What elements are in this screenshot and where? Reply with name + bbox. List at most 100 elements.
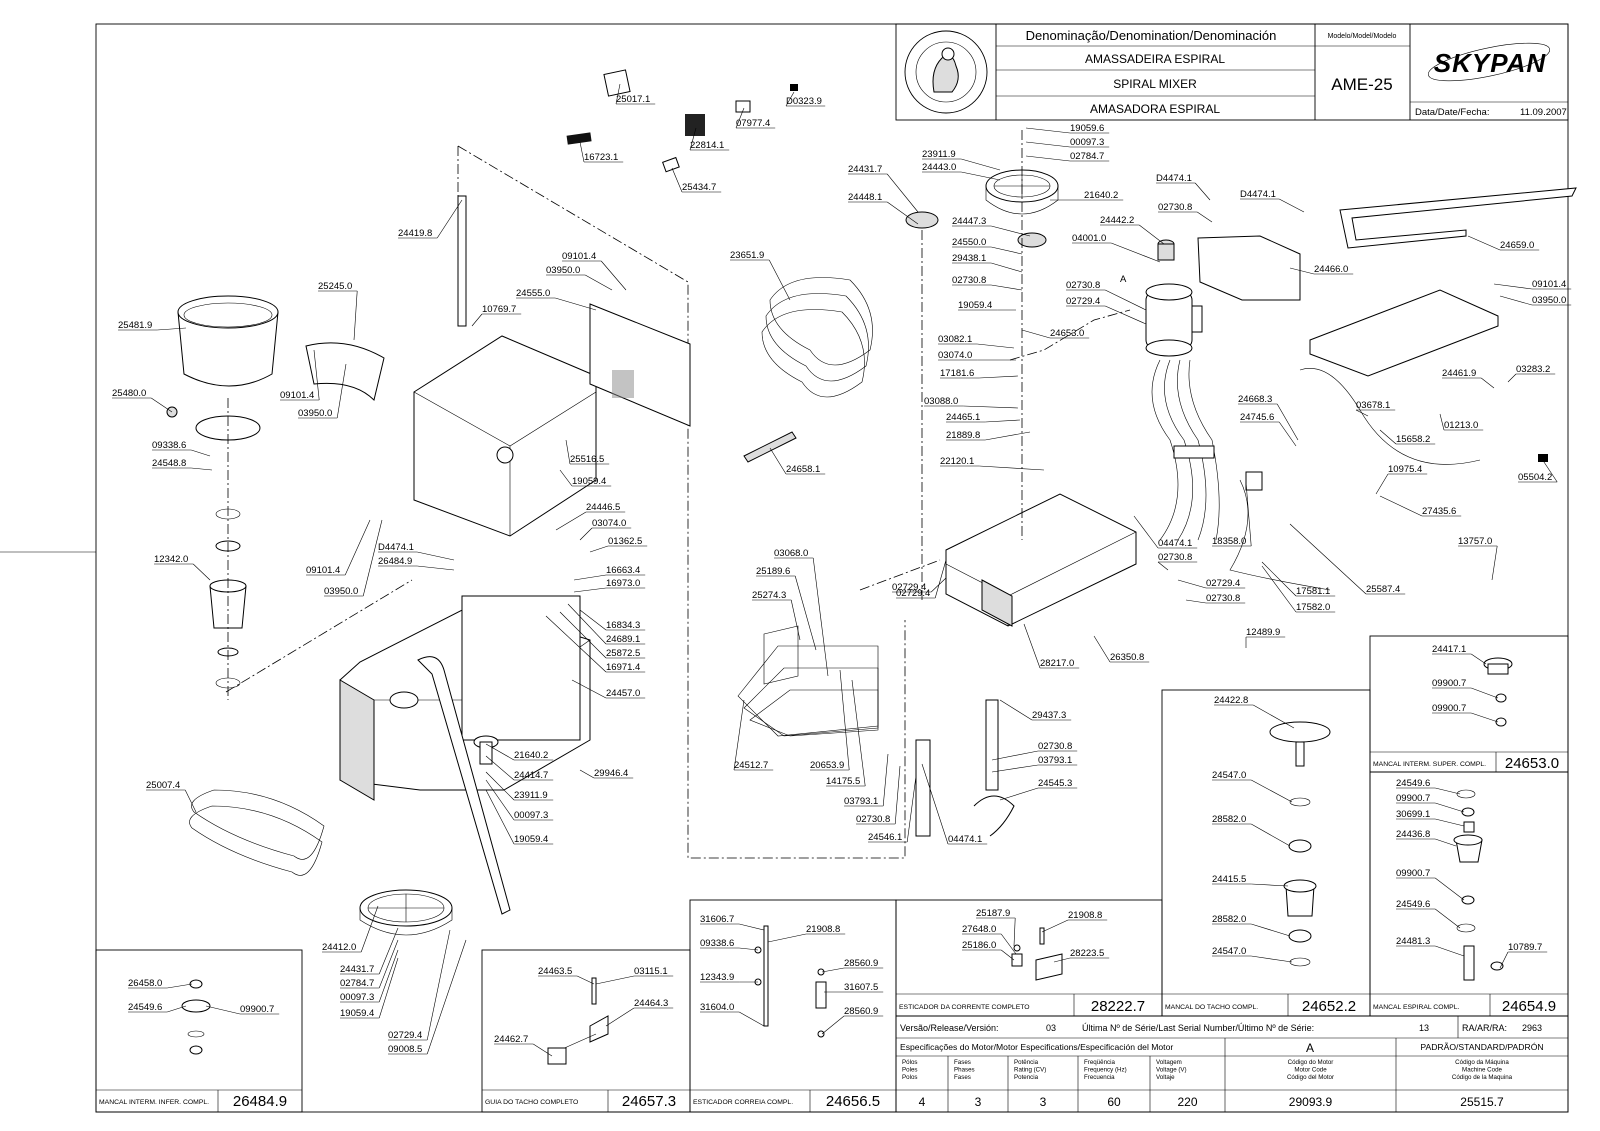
leader-line [417,565,455,571]
leader-line [999,699,1033,721]
leader-line [733,699,745,771]
chain-tensioner-code: 28222.7 [1091,998,1145,1015]
leader-line [378,949,399,1003]
leader-line [887,201,919,225]
part-number-label: 25007.4 [146,780,180,791]
leader-line [961,171,1001,181]
part-number-label: 17581.1 [1296,586,1330,597]
model-header: Modelo/Model/Modelo [1328,33,1397,40]
part-number-label: 09900.7 [240,1004,274,1015]
part-number-label: 03950.0 [298,408,332,419]
part-number-label: 03793.1 [1038,755,1072,766]
bowl-bearing-code: 24652.2 [1302,998,1356,1015]
leader-line [151,397,173,413]
leader-line [605,1007,635,1027]
part-number-label: 23911.9 [514,790,548,801]
part-number-label: 12489.9 [1246,627,1280,638]
leader-line [1435,818,1465,827]
leader-line [167,1005,187,1013]
part-number-label: 07977.4 [736,118,770,129]
version-value: 03 [1046,1023,1056,1033]
serial-value: 13 [1419,1023,1429,1033]
part-number-label: 24446.5 [586,502,620,513]
leader-line [979,375,1019,379]
leader-line [378,927,399,975]
leader-line [1023,623,1041,669]
part-number-label: 10789.7 [1508,942,1542,953]
leader-line [579,769,595,779]
leader-line [934,559,947,599]
leader-line [378,939,399,989]
part-number-label: 02730.8 [952,275,986,286]
part-number-label: 24414.7 [514,770,548,781]
leader-line [1379,429,1397,445]
leader-line [812,557,829,677]
part-number-label: 24549.6 [1396,899,1430,910]
part-number-label: 24442.2 [1100,215,1134,226]
part-number-label: D4474.1 [1156,173,1192,184]
name-pt: AMASSADEIRA ESPIRAL [1085,52,1225,66]
part-number-label: 24463.5 [538,966,572,977]
part-number-label: 25872.5 [606,648,640,659]
leader-line [1021,329,1051,339]
date-label: Data/Date/Fecha: [1415,107,1489,118]
leader-line [1105,289,1147,311]
part-number-label: 02730.8 [1066,280,1100,291]
leader-line [344,519,371,576]
leader-line [1041,919,1069,933]
part-number-label: 01213.0 [1444,420,1478,431]
part-number-label: 24550.0 [952,237,986,248]
part-number-label: 00097.3 [514,810,548,821]
leader-line [1435,838,1457,847]
part-number-label: 25187.9 [976,908,1010,919]
leader-line [565,439,571,465]
upper-bearing-label: MANCAL INTERM. SUPER. COMPL. [1373,761,1486,768]
part-number-label: 16834.3 [606,620,640,631]
part-number-label: 03082.1 [938,334,972,345]
date-value: 11.09.2007 [1520,107,1567,118]
name-es: AMASADORA ESPIRAL [1090,102,1220,116]
leader-line [767,933,807,943]
part-number-label: 09101.4 [306,565,340,576]
part-number-label: 02730.8 [1158,202,1192,213]
part-number-label: 25189.6 [756,566,790,577]
leader-line [1197,211,1213,223]
leader-line [1539,455,1558,483]
part-number-label: 24465.1 [946,412,980,423]
leader-line [336,363,347,419]
part-number-label: 24436.8 [1396,829,1430,840]
part-number-label: 24431.7 [340,964,374,975]
part-number-label: 24417.1 [1432,644,1466,655]
part-number-label: 24457.0 [606,688,640,699]
leader-line [1375,473,1389,495]
part-number-label: 21908.8 [1068,910,1102,921]
leader-line [769,447,787,475]
part-number-label: 25434.7 [682,182,716,193]
part-number-label: 19059.4 [958,300,992,311]
part-number-label: 24481.3 [1396,936,1430,947]
standard-label: PADRÃO/STANDARD/PADRÓN [1420,1042,1543,1052]
part-number-label: 25186.0 [962,940,996,951]
denomination-header: Denominação/Denomination/Denominación [1026,28,1277,43]
leader-line [906,775,917,843]
leader-line [485,743,515,761]
leader-line [579,527,593,541]
part-number-label: 02729.4 [388,1030,422,1041]
part-number-label: 10769.7 [482,304,516,315]
leader-line [426,939,467,1055]
part-number-label: 25017.1 [616,94,650,105]
leader-line [1481,377,1495,389]
leader-line [1467,235,1501,251]
leader-line [977,343,1015,349]
upper-bearing-code: 24653.0 [1505,755,1559,772]
leader-line [1157,561,1169,571]
part-number-label: 10975.4 [1388,464,1422,475]
title-block: Denominação/Denomination/Denominación Mo… [895,23,1569,121]
part-number-label: 21640.2 [1084,190,1118,201]
leader-line [533,1043,553,1057]
part-number-label: 24547.0 [1212,770,1246,781]
part-number-label: 27648.0 [962,924,996,935]
leader-line [589,545,609,553]
part-number-label: 31606.7 [700,914,734,925]
leader-line [1001,949,1015,961]
